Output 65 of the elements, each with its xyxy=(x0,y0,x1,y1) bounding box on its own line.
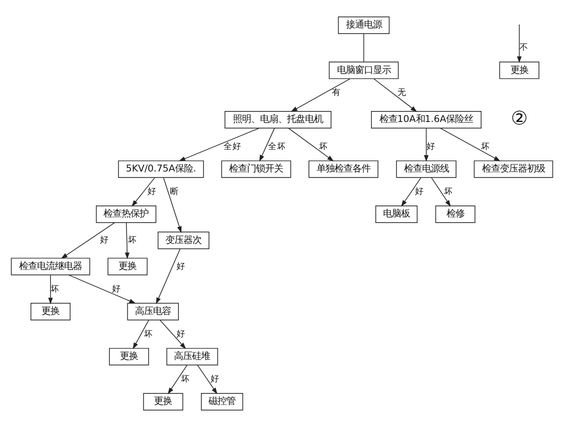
arrow xyxy=(431,177,451,207)
arrow xyxy=(259,128,275,162)
connector xyxy=(363,33,364,62)
edge-label: 好 xyxy=(210,374,220,384)
arrow xyxy=(401,177,422,207)
edge-label: 好 xyxy=(100,236,110,246)
node-box: 检查电流继电器 xyxy=(10,258,90,276)
edge-label: 断 xyxy=(170,186,179,197)
arrow xyxy=(288,128,334,162)
label: ② xyxy=(510,107,528,130)
node-box: 检查变压器初级 xyxy=(474,160,554,178)
arrow xyxy=(440,128,500,162)
arrow xyxy=(517,26,522,63)
arrow xyxy=(60,222,115,259)
edge-label: 坏 xyxy=(144,329,153,340)
arrow xyxy=(373,78,418,112)
edge-label: 坏 xyxy=(444,186,453,197)
edge-label: 坏 xyxy=(180,374,190,384)
arrow xyxy=(168,364,188,394)
node-box: 更换 xyxy=(143,393,184,410)
edge-label: 坏 xyxy=(318,142,328,152)
arrow xyxy=(163,177,182,233)
arrow xyxy=(48,274,53,304)
edge-label: 好 xyxy=(426,142,436,152)
node-box: 电脑板 xyxy=(375,206,418,223)
edge-label: 全坏 xyxy=(268,142,286,152)
node-box: 磁控管 xyxy=(200,393,244,410)
edge-label: 坏 xyxy=(480,142,490,152)
arrow xyxy=(156,248,180,304)
node-box: 检查电源线 xyxy=(396,160,456,178)
edge-label: 全好 xyxy=(224,142,242,152)
arrow xyxy=(160,320,186,350)
edge-label: 有 xyxy=(332,88,342,98)
node-box: 检查热保护 xyxy=(96,206,156,223)
arrow xyxy=(178,128,260,162)
edge-label: 好 xyxy=(414,186,424,197)
node-box: 更换 xyxy=(30,302,70,320)
arrow xyxy=(424,128,429,162)
edge-label: 好 xyxy=(176,262,186,272)
node-box: 检查10A和1.6A保险丝 xyxy=(371,111,482,128)
node-box: 接通电源 xyxy=(338,16,390,34)
edge-label: 不 xyxy=(520,43,529,54)
node-box: 单独检查各件 xyxy=(308,160,378,178)
node-box: 5KV/0.75A保险. xyxy=(118,160,204,178)
node-box: 更换 xyxy=(108,258,148,276)
edge-label: 好 xyxy=(112,284,121,294)
node-box: 高压硅堆 xyxy=(166,348,218,366)
node-box: 电脑窗口显示 xyxy=(328,62,399,80)
node-box: 照明、电扇、托盘电机 xyxy=(224,111,332,128)
node-box: 变压器次 xyxy=(158,232,210,250)
edge-label: 坏 xyxy=(128,236,137,246)
arrow xyxy=(124,222,130,260)
arrow xyxy=(132,320,150,350)
edge-label: 无 xyxy=(397,88,406,98)
node-box: 更换 xyxy=(109,348,149,366)
arrow xyxy=(197,364,218,394)
edge-label: 好 xyxy=(147,186,156,197)
node-box: 检查门锁开关 xyxy=(221,160,292,178)
arrow xyxy=(68,274,136,304)
arrow xyxy=(290,78,350,112)
edge-label: 好 xyxy=(176,329,186,340)
node-box: 高压电容 xyxy=(127,302,179,320)
node-box: 更换 xyxy=(499,62,540,80)
node-box: 检修 xyxy=(435,206,476,223)
arrow xyxy=(132,177,156,207)
